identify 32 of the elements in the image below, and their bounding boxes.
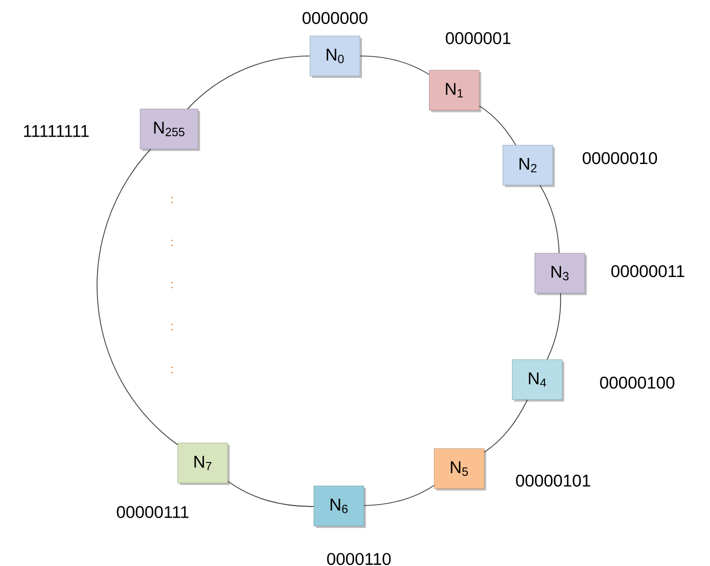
ring-arc — [484, 399, 528, 453]
node-box: N$_{1}$ — [429, 70, 482, 112]
node-box: N$_{3}$ — [534, 252, 587, 296]
binary-label: 00000100 — [600, 376, 674, 389]
ring-arc — [360, 56, 430, 75]
ring-arc — [96, 148, 178, 446]
ellipsis-dots: : — [171, 366, 173, 374]
ellipsis-dots: : — [171, 196, 173, 204]
ring-arc — [228, 480, 314, 507]
node-box: N$_{255}$ — [140, 108, 200, 151]
node-box: N$_{0}$ — [310, 36, 362, 78]
binary-label: 00000101 — [516, 474, 590, 487]
ring-arc — [364, 485, 434, 506]
ellipsis-dots: : — [171, 282, 173, 288]
binary-label: 00000111 — [116, 506, 188, 518]
ellipsis-dots: : — [171, 240, 173, 246]
ring-arc — [187, 56, 310, 110]
binary-label: 11111111 — [24, 125, 89, 137]
ring-arc — [546, 292, 562, 360]
node-box: N$_{4}$ — [512, 359, 564, 402]
ring-arc — [479, 106, 516, 146]
node-box: N$_{7}$ — [178, 442, 230, 486]
binary-label: 0000110 — [327, 552, 391, 565]
ring-arc — [540, 184, 560, 254]
binary-label: 0000000 — [302, 12, 368, 24]
binary-label: 00000011 — [611, 265, 684, 278]
ellipsis-dots: : — [171, 324, 173, 330]
node-box: N$_{2}$ — [502, 144, 555, 188]
binary-label: 0000001 — [446, 32, 510, 44]
node-box: N$_{5}$ — [434, 448, 486, 491]
binary-label: 00000010 — [582, 152, 657, 164]
node-box: N$_{6}$ — [314, 486, 366, 528]
